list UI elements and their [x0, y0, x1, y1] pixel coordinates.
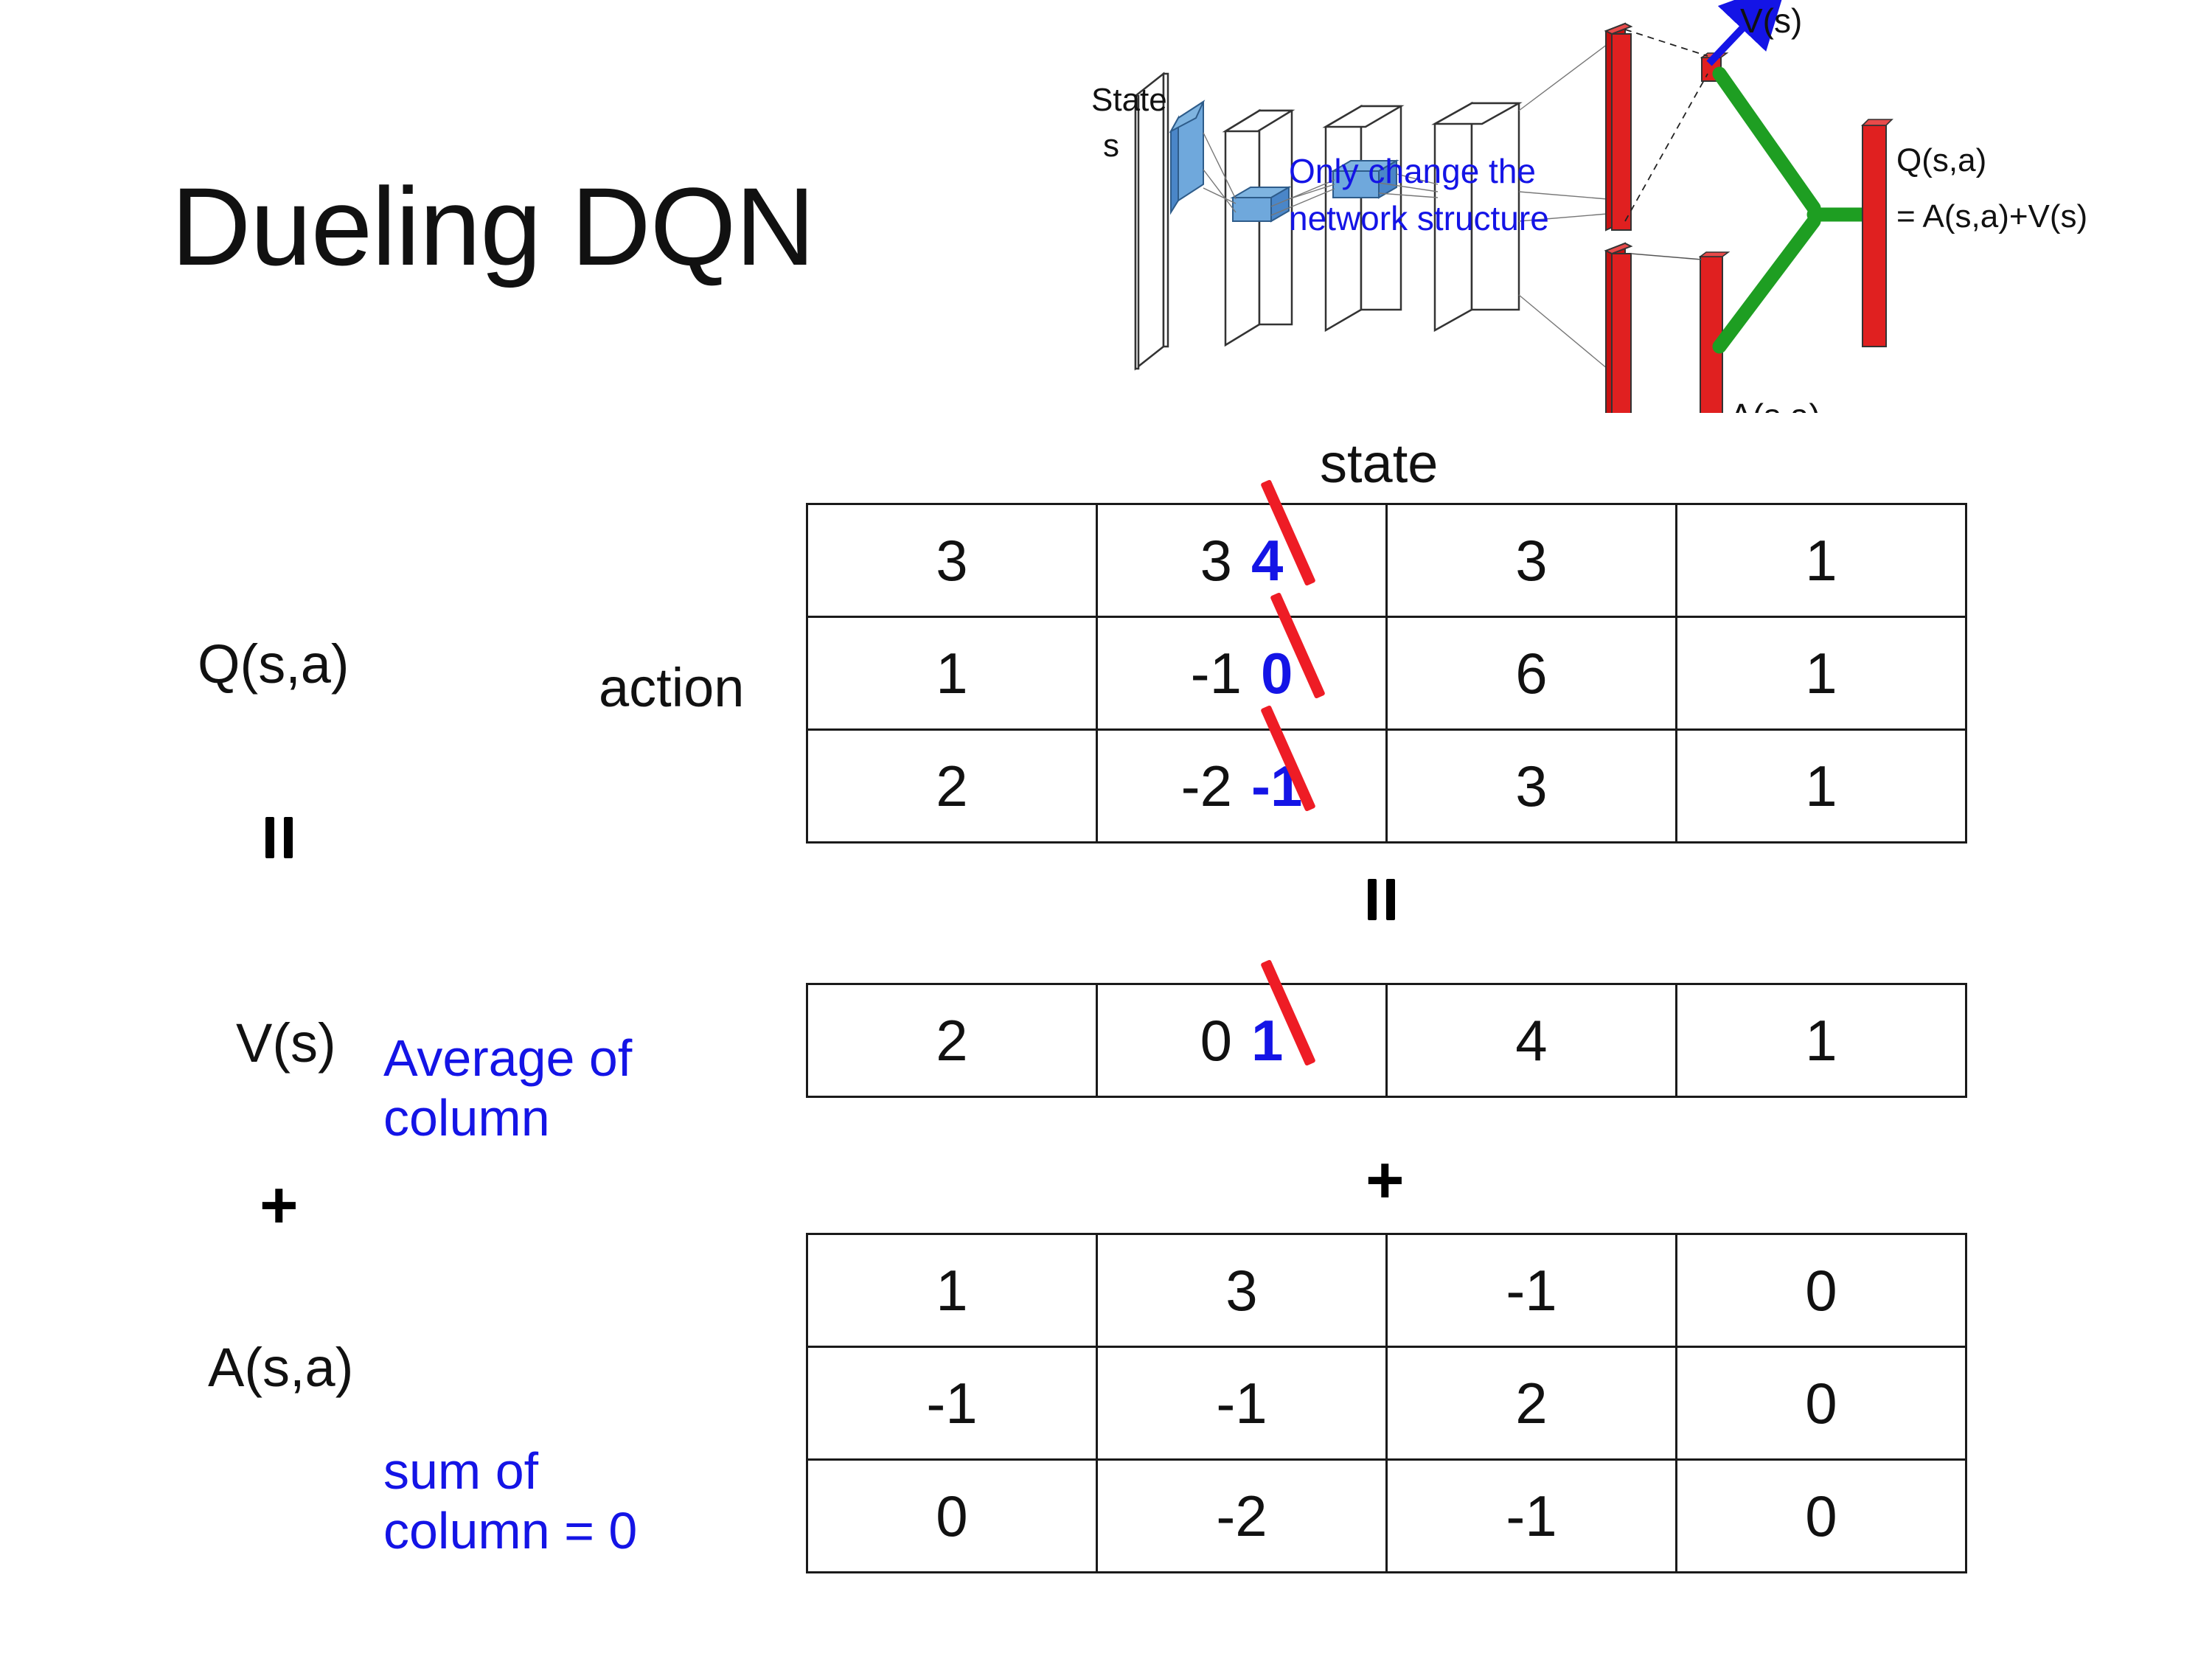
struck-value: -2 [1181, 704, 1316, 820]
sum-note-line2: column = 0 [383, 1501, 638, 1559]
table-cell: 0 [1675, 1233, 1967, 1348]
advantage-function-label: A(s,a) [208, 1337, 354, 1398]
sum-note-line1: sum of [383, 1442, 539, 1500]
sum-of-column-note: sum of column = 0 [383, 1441, 767, 1560]
table-cell: 3 [1096, 1233, 1388, 1348]
table-cell: 1 [806, 616, 1098, 731]
v-function-label: V(s) [236, 1012, 336, 1074]
corrected-value: 4 [1251, 527, 1284, 593]
table-cell: 0 [1675, 1458, 1967, 1573]
action-axis-label: action [599, 657, 745, 718]
average-note-line2: column [383, 1088, 550, 1147]
page-title: Dueling DQN [171, 164, 815, 288]
table-cell: -1 [806, 1346, 1098, 1461]
dueling-network-diagram: State s Only change the network structur… [1091, 0, 2212, 413]
diagram-state-label: State [1091, 82, 1167, 118]
average-of-column-note: Average of column [383, 1029, 730, 1147]
table-cell: 1 [1675, 503, 1967, 618]
equals-sign-left [265, 817, 293, 858]
table-cell: -1 [1096, 1346, 1388, 1461]
table-cell: 1 [806, 1233, 1098, 1348]
table-cell: 2 [806, 728, 1098, 844]
corrected-value: 0 [1260, 640, 1293, 706]
table-cell: 0 [806, 1458, 1098, 1573]
table-cell: 2 [1385, 1346, 1677, 1461]
average-note-line1: Average of [383, 1029, 633, 1087]
struck-value: 0 [1200, 959, 1316, 1074]
corrected-value: 1 [1251, 1007, 1284, 1073]
table-cell: -2-1 [1096, 704, 1388, 844]
struck-value: -1 [1191, 591, 1326, 707]
diagram-a-label: A(s,a) [1730, 397, 1820, 413]
equals-sign-middle [1368, 879, 1395, 920]
diagram-v-label: V(s) [1740, 1, 1802, 40]
plus-sign-middle: + [1366, 1144, 1405, 1217]
table-cell: 3 [1385, 728, 1677, 844]
state-axis-label: state [1320, 433, 1439, 494]
diagram-note-line2: network structure [1289, 199, 1549, 237]
table-cell: -2 [1096, 1458, 1388, 1573]
diagram-q-label: Q(s,a) [1896, 142, 1986, 178]
table-cell: -1 [1385, 1233, 1677, 1348]
q-function-label: Q(s,a) [198, 633, 349, 695]
plus-sign-left: + [260, 1169, 299, 1242]
table-cell: 6 [1385, 616, 1677, 731]
struck-value: 3 [1200, 479, 1316, 594]
corrected-value: -1 [1251, 753, 1303, 818]
table-cell: 1 [1675, 616, 1967, 731]
table-cell: 3 [806, 503, 1098, 618]
table-cell: 1 [1675, 728, 1967, 844]
table-cell: -1 [1385, 1458, 1677, 1573]
diagram-note-line1: Only change the [1289, 152, 1536, 190]
diagram-q-formula: = A(s,a)+V(s) [1896, 198, 2087, 234]
table-cell: 4 [1385, 983, 1677, 1098]
table-cell: 2 [806, 983, 1098, 1098]
table-cell: 1 [1675, 983, 1967, 1098]
table-cell: 0 [1675, 1346, 1967, 1461]
diagram-state-sub-label: s [1103, 128, 1119, 164]
table-cell: 3 [1385, 503, 1677, 618]
